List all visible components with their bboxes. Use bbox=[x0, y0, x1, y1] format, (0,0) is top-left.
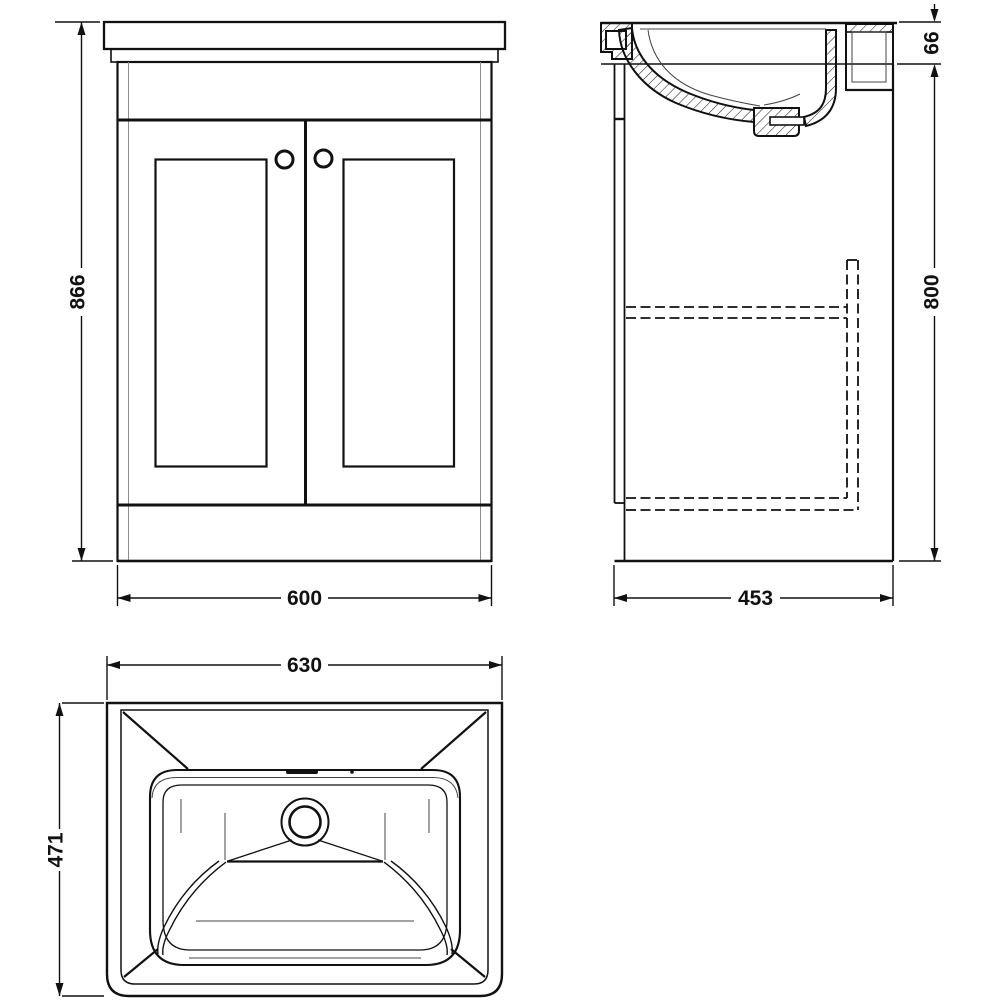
front-left-knob bbox=[274, 149, 295, 170]
plan-outer-edge bbox=[105, 701, 504, 998]
side-back-deck-inner bbox=[851, 31, 887, 83]
dim-plan-depth: 471 bbox=[45, 702, 104, 997]
dim-side-cabinet-height: 800 bbox=[899, 74, 944, 562]
dim-label-630: 630 bbox=[287, 654, 322, 677]
dim-front-height: 866 bbox=[55, 21, 113, 562]
plan-diag-tl bbox=[122, 711, 189, 770]
side-drain-slot bbox=[769, 116, 805, 126]
front-basin-step bbox=[110, 48, 499, 63]
dim-front-width: 600 bbox=[116, 565, 493, 610]
front-right-knob bbox=[313, 148, 334, 169]
plan-overflow-slot bbox=[286, 770, 318, 774]
dim-label-471: 471 bbox=[45, 832, 68, 867]
side-overflow-channel bbox=[802, 29, 837, 128]
plan-slope-right bbox=[317, 839, 383, 862]
plan-curve-left-b bbox=[157, 860, 220, 955]
front-view: 866 600 bbox=[55, 20, 507, 610]
dim-label-866: 866 bbox=[67, 274, 90, 309]
side-bowl-inner-surface2 bbox=[763, 93, 801, 106]
plan-diag-tr bbox=[420, 711, 487, 770]
dim-plan-width: 630 bbox=[106, 654, 503, 700]
dim-label-800: 800 bbox=[921, 274, 944, 309]
plan-diag-br bbox=[450, 948, 486, 978]
plan-curve-right-b bbox=[390, 860, 453, 955]
side-back-deck-cut bbox=[845, 23, 894, 33]
plan-bowl-mid-rim bbox=[151, 777, 459, 799]
plan-view: 630 471 bbox=[45, 654, 504, 998]
plan-bowl-outer-rim bbox=[148, 768, 462, 967]
plan-bowl-inner-rim bbox=[162, 784, 448, 951]
plan-slope-left bbox=[227, 839, 293, 862]
plan-curve-right-a bbox=[383, 861, 448, 956]
plan-curve-left-a bbox=[162, 861, 227, 956]
side-hidden-shelf bbox=[626, 259, 859, 511]
plan-taphole-outer bbox=[280, 797, 330, 847]
plan-diag-bl bbox=[123, 948, 159, 978]
front-right-door-panel bbox=[342, 158, 456, 468]
plan-fixing-mark bbox=[350, 770, 354, 774]
side-bowl-wall-cut bbox=[617, 26, 755, 124]
plan-inner-edge bbox=[120, 709, 489, 985]
side-bowl-inner-surface bbox=[647, 29, 761, 107]
dim-label-600: 600 bbox=[287, 587, 322, 610]
dim-label-453: 453 bbox=[738, 587, 773, 610]
side-basin-section bbox=[600, 22, 894, 137]
dim-side-depth: 453 bbox=[613, 565, 894, 610]
front-basin-rim bbox=[102, 20, 507, 51]
plan-taphole-inner bbox=[288, 805, 322, 839]
dim-label-66: 66 bbox=[921, 31, 944, 54]
front-left-door-panel bbox=[154, 158, 268, 468]
side-view: 66 800 453 bbox=[600, 4, 944, 610]
dim-side-basin-height: 66 bbox=[897, 4, 944, 77]
